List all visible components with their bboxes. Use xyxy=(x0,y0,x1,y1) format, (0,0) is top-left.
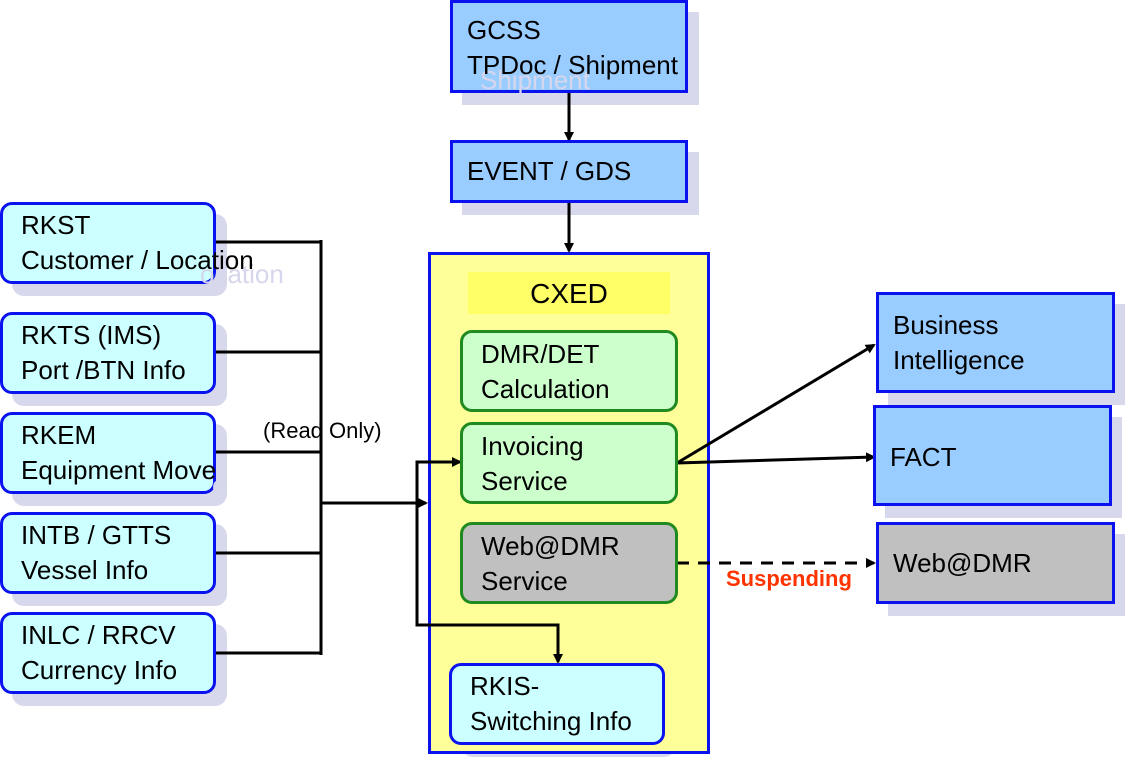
arrow-invoicing-to-fact xyxy=(676,452,876,465)
intb-line2: Vessel Info xyxy=(21,555,149,585)
suspending-label: Suspending xyxy=(726,566,852,591)
gcss-line2: TPDoc / Shipment xyxy=(467,50,678,80)
rkem-line1: RKEM xyxy=(21,420,97,450)
service-invoicing-box xyxy=(460,422,678,504)
invoicing-line2: Service xyxy=(481,466,568,496)
source-rkem-box xyxy=(0,412,216,494)
source-rkst-box xyxy=(0,202,216,284)
inlc-line2: Currency Info xyxy=(21,655,178,685)
target-fact-label: FACT xyxy=(890,442,957,472)
invoicing-line1: Invoicing xyxy=(481,431,584,461)
source-rkst-label: RKST Customer / Location xyxy=(21,208,254,278)
read-only-label: (Read Only) xyxy=(263,418,382,443)
rkst-line1: RKST xyxy=(21,210,91,240)
cxed-title: CXED xyxy=(530,278,608,309)
intb-line1: INTB / GTTS xyxy=(21,520,172,550)
gcss-line1: GCSS xyxy=(467,15,541,45)
rkts-line1: RKTS (IMS) xyxy=(21,320,162,350)
service-dmr-det-box xyxy=(460,330,678,412)
dmr-det-line1: DMR/DET xyxy=(481,339,600,369)
target-bi-label: Business Intelligence xyxy=(893,308,1025,378)
rkts-line2: Port /BTN Info xyxy=(21,355,186,385)
inlc-line1: INLC / RRCV xyxy=(21,620,176,650)
cxed-title-box xyxy=(468,272,670,314)
rkst-line2: Customer / Location xyxy=(21,245,254,275)
source-intb-box xyxy=(0,512,216,594)
target-webdmr-label: Web@DMR xyxy=(893,548,1032,578)
source-inlc-box xyxy=(0,612,216,694)
bi-line2: Intelligence xyxy=(893,345,1025,375)
rkem-shadow-text: e xyxy=(212,470,227,500)
arrow-to-rkis xyxy=(415,503,563,664)
event-gds-label: EVENT / GDS xyxy=(467,156,632,186)
service-invoicing-label: Invoicing Service xyxy=(481,429,584,499)
rkis-box xyxy=(449,663,665,745)
service-dmr-det-label: DMR/DET Calculation xyxy=(481,337,610,407)
bi-line1: Business xyxy=(893,310,999,340)
arrow-to-invoicing xyxy=(415,457,462,503)
rkis-line1: RKIS- xyxy=(470,671,540,701)
event-gds-box xyxy=(450,140,688,203)
gcss-label: GCSS TPDoc / Shipment xyxy=(467,13,678,83)
source-rkts-label: RKTS (IMS) Port /BTN Info xyxy=(21,318,186,388)
target-webdmr-box xyxy=(876,522,1115,604)
rkem-line2: Equipment Move xyxy=(21,455,217,485)
service-webdmr-box xyxy=(460,522,678,604)
rkis-label: RKIS- Switching Info xyxy=(470,669,632,739)
source-inlc-label: INLC / RRCV Currency Info xyxy=(21,618,177,688)
source-intb-label: INTB / GTTS Vessel Info xyxy=(21,518,171,588)
gcss-box xyxy=(450,0,688,93)
dmr-det-line2: Calculation xyxy=(481,374,610,404)
target-bi-box xyxy=(876,292,1115,393)
target-fact-box xyxy=(873,405,1112,506)
source-rkts-box xyxy=(0,312,216,394)
rkst-shadow-text: ocation xyxy=(200,259,284,289)
webdmr-service-line1: Web@DMR xyxy=(481,531,620,561)
service-webdmr-label: Web@DMR Service xyxy=(481,529,620,599)
rkis-line2: Switching Info xyxy=(470,706,632,736)
gcss-shadow-text: Shipment xyxy=(480,65,590,95)
arrow-invoicing-to-bi xyxy=(676,343,876,465)
source-rkem-label: RKEM Equipment Move xyxy=(21,418,216,488)
webdmr-service-line2: Service xyxy=(481,566,568,596)
